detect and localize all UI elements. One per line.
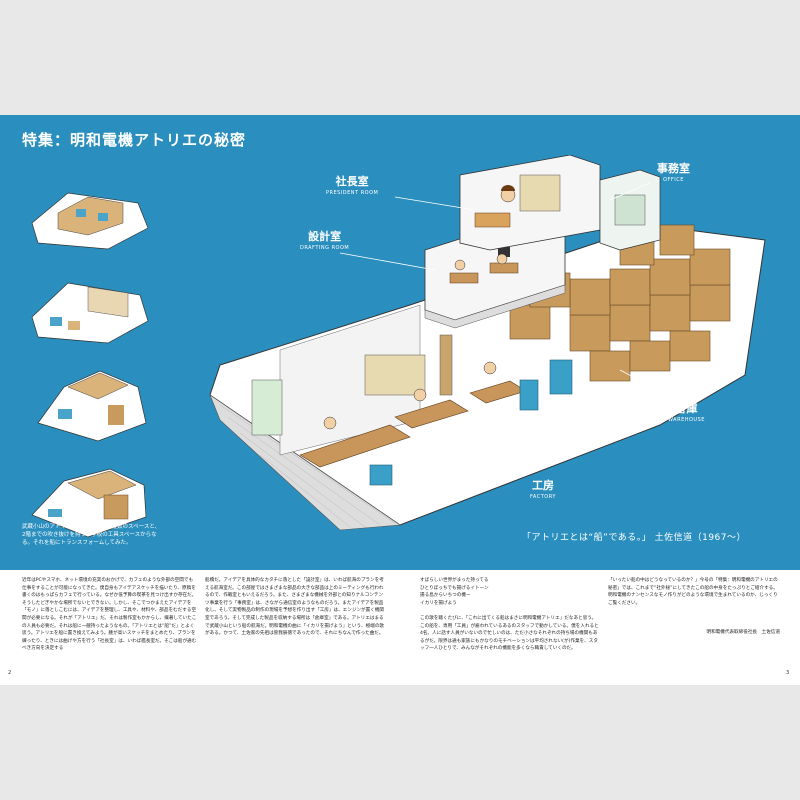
machine: [549, 359, 573, 395]
stage-thumbnail: [31, 468, 147, 538]
worker: [323, 416, 337, 430]
illustration-caption: 武蔵小山のアトリエは、1階、2階の複数のスペースと、2階までの吹き抜けを持つ、学…: [22, 524, 161, 546]
stage-thumbnails: [28, 173, 152, 557]
text-column-4: 「いったい船の中はどうなっているのか？」今号の「特集：明和電機のアトリエの秘密」…: [608, 578, 778, 606]
page-number-right: 3: [786, 670, 790, 676]
machine: [369, 464, 393, 486]
magazine-spread: 特集：明和電機アトリエの秘密 武蔵小山のアトリエは、1階、2階の複数のスペースと…: [0, 115, 800, 685]
worker: [483, 361, 497, 375]
worker: [413, 388, 427, 402]
page-number-left: 2: [8, 670, 12, 676]
president-desk: [474, 212, 511, 228]
author-signature: 明和電機代表取締役社長 土佐信道: [706, 630, 780, 635]
stage-thumbnail: [37, 370, 147, 442]
body-text: 近年はPCやスマホ、ネット環境の充実のおかげで、カフェのような外部の空間でも仕事…: [0, 577, 800, 677]
feature-title: 特集：明和電機アトリエの秘密: [22, 131, 247, 149]
workbench: [299, 424, 411, 468]
stage-thumbnail: [31, 282, 149, 344]
workbench: [394, 399, 469, 429]
atelier-quote: 「アトリエとは“船”である。」 土佐信道（1967〜）: [522, 533, 747, 543]
feature-panel: 特集：明和電機アトリエの秘密 武蔵小山のアトリエは、1階、2階の複数のスペースと…: [0, 115, 800, 570]
drafting-desk: [489, 262, 519, 274]
drafting-desk: [449, 272, 479, 284]
text-column-1: 近年はPCやスマホ、ネット環境の充実のおかげで、カフェのような外部の空間でも仕事…: [22, 578, 197, 652]
text-column-3: すばらしい世界がまった持ってる ひとりぼっちでも揚げるイトーン 揚る島からいちつ…: [420, 578, 599, 652]
stage-thumbnail: [31, 192, 149, 250]
machine: [519, 379, 539, 411]
text-column-2: 船橋だ。アイデアを具体的なカタチに落とした「設計室」は、いわば航海のプランを考え…: [205, 578, 385, 637]
atelier-ship-illustration: [209, 155, 766, 531]
